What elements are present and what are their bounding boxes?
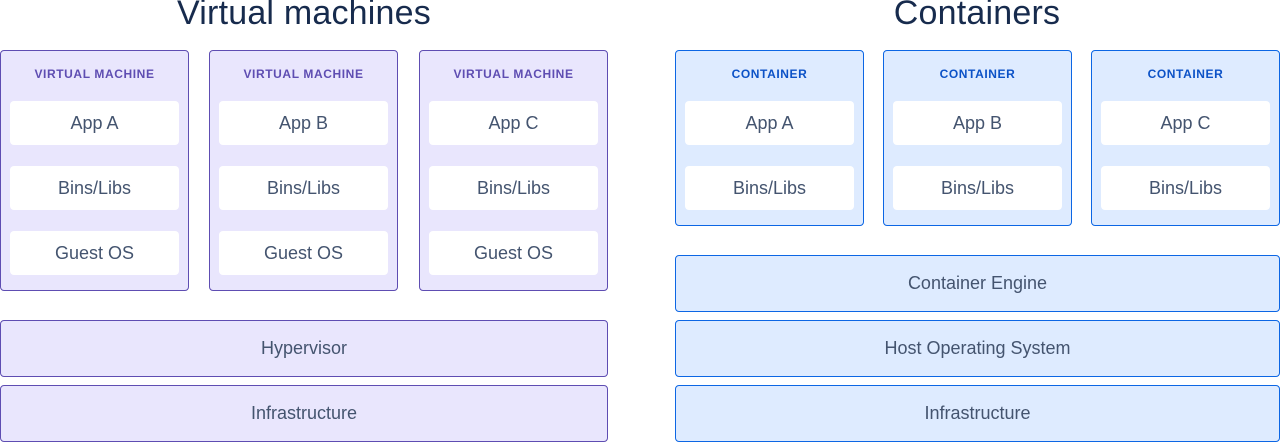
- vm-infrastructure-layer: Infrastructure: [0, 385, 608, 442]
- app-layer: App A: [685, 101, 854, 145]
- virtual-machine-a: VIRTUAL MACHINE App A Bins/Libs Guest OS: [0, 50, 189, 291]
- unit-label: CONTAINER: [1147, 67, 1224, 81]
- guest-os-layer: Guest OS: [219, 231, 388, 275]
- app-layer: App B: [893, 101, 1062, 145]
- container-infrastructure-layer: Infrastructure: [675, 385, 1280, 442]
- unit-label: CONTAINER: [939, 67, 1016, 81]
- bins-libs-layer: Bins/Libs: [685, 166, 854, 210]
- container-c: CONTAINER App C Bins/Libs: [1091, 50, 1280, 226]
- bins-libs-layer: Bins/Libs: [893, 166, 1062, 210]
- container-a: CONTAINER App A Bins/Libs: [675, 50, 864, 226]
- bins-libs-layer: Bins/Libs: [429, 166, 598, 210]
- unit-label: VIRTUAL MACHINE: [453, 67, 574, 81]
- unit-label: VIRTUAL MACHINE: [34, 67, 155, 81]
- app-layer: App B: [219, 101, 388, 145]
- guest-os-layer: Guest OS: [429, 231, 598, 275]
- bins-libs-layer: Bins/Libs: [1101, 166, 1270, 210]
- bins-libs-layer: Bins/Libs: [10, 166, 179, 210]
- app-layer: App C: [1101, 101, 1270, 145]
- guest-os-layer: Guest OS: [10, 231, 179, 275]
- bins-libs-layer: Bins/Libs: [219, 166, 388, 210]
- app-layer: App A: [10, 101, 179, 145]
- host-operating-system-layer: Host Operating System: [675, 320, 1280, 377]
- container-engine-layer: Container Engine: [675, 255, 1280, 312]
- unit-label: VIRTUAL MACHINE: [243, 67, 364, 81]
- app-layer: App C: [429, 101, 598, 145]
- container-b: CONTAINER App B Bins/Libs: [883, 50, 1072, 226]
- containers-title: Containers: [893, 0, 1061, 32]
- vm-title: Virtual machines: [177, 0, 431, 32]
- virtual-machine-b: VIRTUAL MACHINE App B Bins/Libs Guest OS: [209, 50, 398, 291]
- unit-label: CONTAINER: [731, 67, 808, 81]
- virtual-machine-c: VIRTUAL MACHINE App C Bins/Libs Guest OS: [419, 50, 608, 291]
- hypervisor-layer: Hypervisor: [0, 320, 608, 377]
